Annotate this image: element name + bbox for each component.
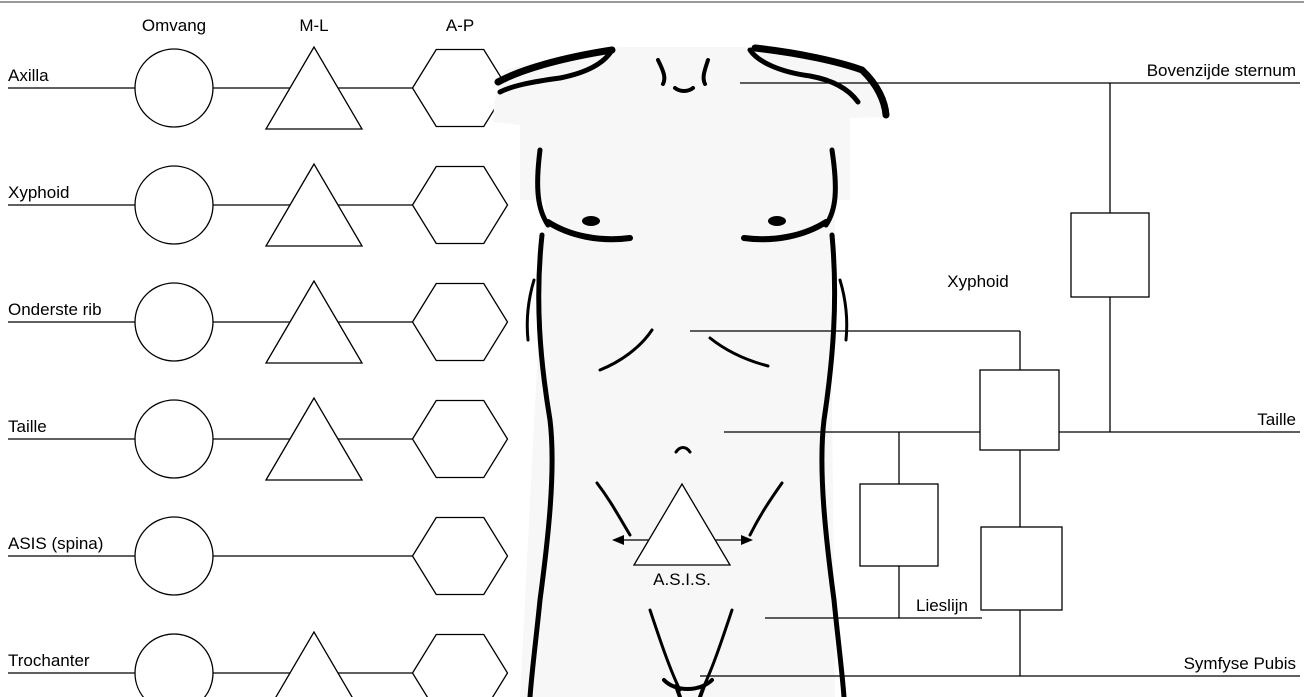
torso-figure [493,47,888,697]
ap-hexagon [413,167,508,244]
circumference-circle [135,49,213,127]
right-nipple [768,216,786,226]
ap-hexagon [413,635,508,697]
measurement-row: Trochanter [8,632,508,697]
ap-hexagon [413,50,508,127]
header-ml: M-L [299,16,328,35]
row-label: Trochanter [8,651,90,670]
measurement-row: Axilla [8,47,508,129]
circumference-circle [135,166,213,244]
measurement-row: ASIS (spina) [8,517,508,595]
measurement-row: Taille [8,398,508,480]
circumference-circle [135,634,213,697]
ml-triangle [266,632,362,697]
label-lieslijn: Lieslijn [916,596,968,615]
header-ap: A-P [446,16,474,35]
circumference-circle [135,517,213,595]
measurement-row: Onderste rib [8,281,508,363]
row-label: ASIS (spina) [8,534,103,553]
box-waist-groin [860,484,938,566]
label-symfyse-pubis: Symfyse Pubis [1184,654,1296,673]
box-sternum-waist [1071,213,1149,297]
circumference-circle [135,283,213,361]
ap-hexagon [413,284,508,361]
asis-label: A.S.I.S. [653,570,711,589]
circumference-circle [135,400,213,478]
label-bovenzijde-sternum: Bovenzijde sternum [1147,61,1296,80]
ap-hexagon [413,518,508,595]
box-waist-pubis [981,527,1062,610]
left-nipple [582,216,600,226]
label-xyphoid-right: Xyphoid [947,272,1008,291]
row-label: Axilla [8,66,49,85]
header-omvang: Omvang [142,16,206,35]
measurement-row: Xyphoid [8,164,508,246]
row-label: Xyphoid [8,183,69,202]
row-label: Onderste rib [8,300,102,319]
ap-hexagon [413,401,508,478]
row-label: Taille [8,417,47,436]
box-xyphoid-waist [980,370,1059,450]
label-taille-right: Taille [1257,410,1296,429]
